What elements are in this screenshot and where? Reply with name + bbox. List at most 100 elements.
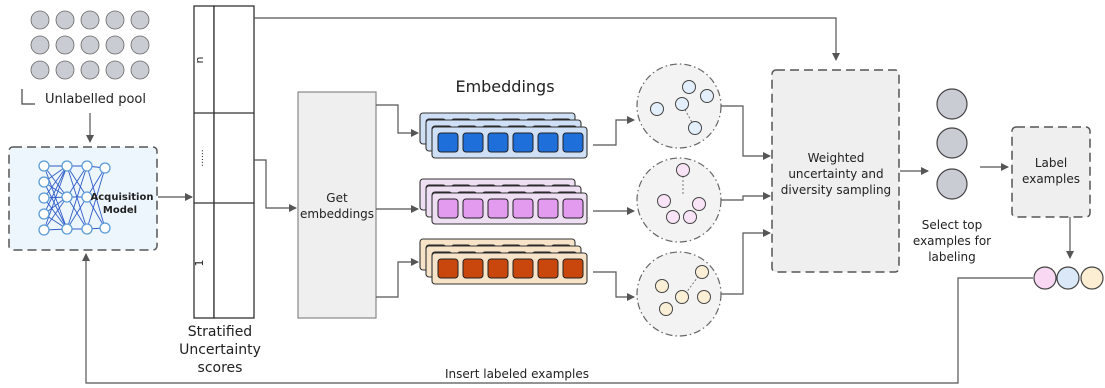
embeddings-title: Embeddings: [455, 77, 554, 96]
pool-label: Unlabelled pool: [45, 92, 146, 107]
selected-example-1: [936, 88, 968, 120]
embedding-cell: [537, 198, 559, 219]
emb-to-cluster-1-arrow: [593, 116, 635, 146]
embedding-cell: [562, 132, 584, 153]
nn-edge: [43, 165, 68, 199]
pool-bracket: [21, 89, 35, 105]
embedding-cell: [512, 132, 534, 153]
stratified-caption-3: scores: [198, 360, 243, 376]
select-caption-1: Select top: [922, 218, 983, 232]
nn-node: [61, 191, 73, 203]
select-caption-2: examples for: [913, 234, 991, 248]
pool-item: [80, 35, 100, 55]
pool-item: [105, 60, 125, 80]
pool-item: [55, 60, 75, 80]
top-path-arrow: [254, 17, 840, 61]
nn-node: [81, 191, 93, 203]
pool-item: [80, 10, 100, 30]
cluster-pink: [636, 157, 722, 243]
scores-to-embeddings-arrow: [254, 159, 297, 212]
branch-top-arrow: [376, 104, 419, 137]
get-embeddings-label-1: Get: [326, 191, 348, 205]
embedding-cell: [512, 258, 534, 279]
pool-item: [30, 10, 50, 30]
stratum-1-label: 1: [193, 260, 206, 267]
embedding-cell: [487, 198, 509, 219]
stratum-n-label: n: [193, 56, 206, 63]
emb-to-cluster-3-arrow: [593, 271, 635, 301]
cluster-blue: [636, 63, 722, 149]
labeled-example-pink: [1033, 266, 1057, 290]
cluster-3-to-sampling-arrow: [721, 229, 771, 295]
cluster-yellow: [636, 251, 722, 337]
branch-bottom-arrow: [376, 258, 419, 298]
nn-edge: [43, 196, 68, 231]
embedding-cell: [437, 198, 459, 219]
embedding-cell: [462, 258, 484, 279]
pool-item: [30, 35, 50, 55]
pool-item: [130, 35, 150, 55]
nn-edge: [86, 167, 106, 230]
labeled-example-yellow: [1080, 266, 1104, 290]
embedding-cell: [487, 132, 509, 153]
cluster-2-to-sampling-arrow: [721, 192, 771, 201]
nn-node: [38, 224, 50, 236]
embedding-stack-orange: [419, 238, 588, 285]
nn-node: [38, 160, 50, 172]
pool-item: [130, 10, 150, 30]
label-examples-1: Label: [1035, 156, 1067, 170]
pool-item: [80, 60, 100, 80]
embedding-cell: [562, 198, 584, 219]
sampling-box: [771, 69, 900, 273]
embedding-cell: [487, 258, 509, 279]
unlabelled-pool-grid: [30, 10, 150, 80]
embedding-cell: [537, 258, 559, 279]
stratified-caption-2: Uncertainty: [179, 342, 261, 358]
nn-edge: [43, 165, 68, 215]
neural-network-icon: [38, 160, 111, 236]
embedding-cell: [537, 132, 559, 153]
nn-node: [38, 192, 50, 204]
sampling-label-3: diversity sampling: [781, 183, 891, 197]
stratum-mid-label: ......: [196, 149, 206, 166]
nn-edge: [43, 165, 68, 231]
acquisition-label-1: Acquisition: [91, 192, 154, 203]
selected-example-3: [936, 168, 968, 200]
embedding-cell: [562, 258, 584, 279]
select-caption-3: labeling: [928, 250, 976, 264]
selected-example-2: [936, 127, 968, 159]
embedding-stacks: [419, 112, 588, 285]
embedding-cell: [437, 132, 459, 153]
embedding-cell: [462, 198, 484, 219]
embedding-stack-blue: [419, 112, 588, 159]
pool-item: [30, 60, 50, 80]
sampling-label-2: uncertainty and: [788, 167, 883, 181]
get-embeddings-box: [297, 91, 377, 319]
label-examples-2: examples: [1022, 172, 1080, 186]
acquisition-label-2: Model: [103, 205, 137, 216]
pool-item: [55, 35, 75, 55]
nn-edge: [66, 196, 88, 230]
pool-item: [55, 10, 75, 30]
pool-item: [105, 35, 125, 55]
nn-edge: [66, 165, 88, 230]
nn-node: [61, 160, 73, 172]
nn-edge: [66, 165, 88, 198]
labeled-example-blue: [1056, 266, 1080, 290]
nn-node: [81, 223, 93, 235]
stratified-caption-1: Stratified: [188, 324, 252, 340]
label-examples-box: [1011, 126, 1091, 218]
nn-edge: [86, 196, 106, 229]
embedding-stack-purple: [419, 178, 588, 225]
nn-node: [38, 176, 50, 188]
nn-node: [99, 222, 111, 234]
nn-node: [81, 160, 93, 172]
nn-edge: [86, 167, 106, 198]
cluster-1-to-sampling-arrow: [721, 105, 771, 160]
pool-item: [105, 10, 125, 30]
sampling-label-1: Weighted: [808, 151, 865, 165]
feedback-loop-arrow: [82, 253, 1033, 384]
embedding-cell: [462, 132, 484, 153]
get-embeddings-label-2: embeddings: [300, 207, 374, 221]
